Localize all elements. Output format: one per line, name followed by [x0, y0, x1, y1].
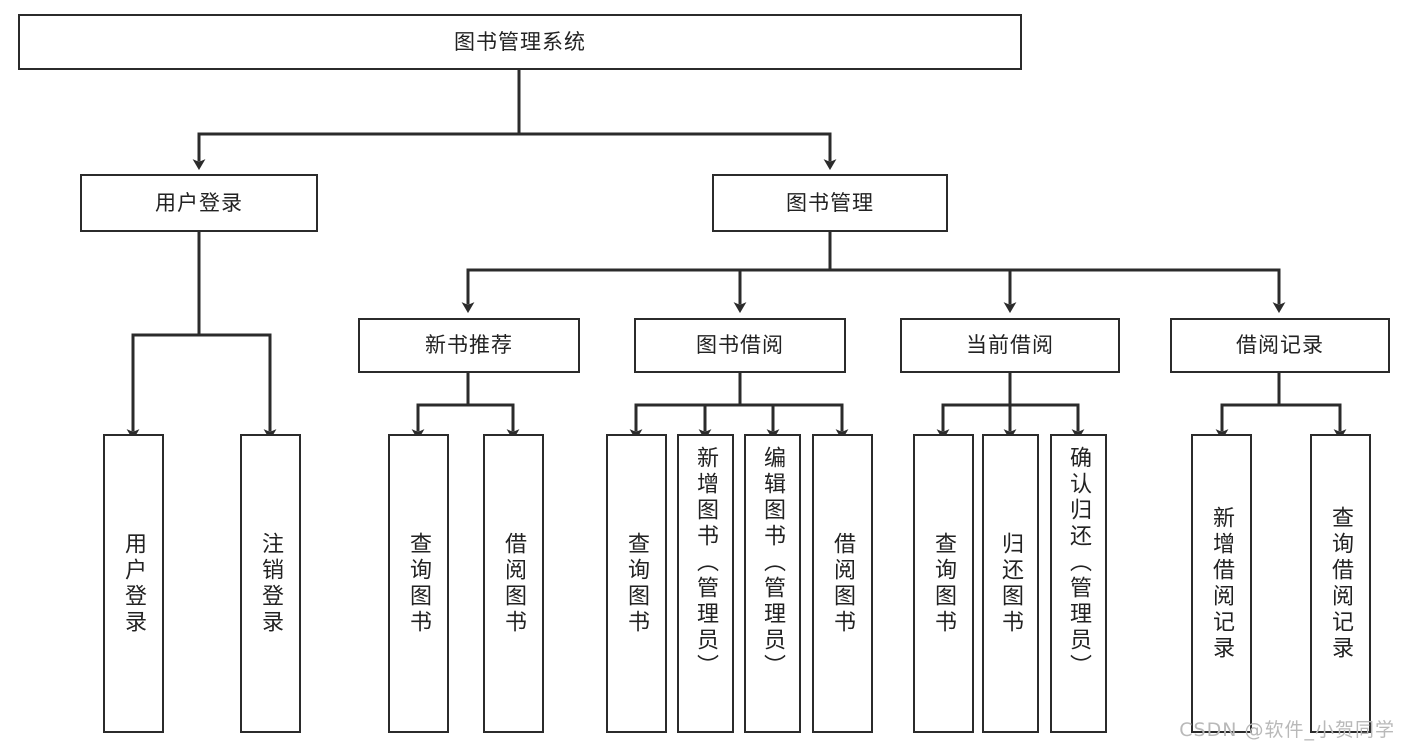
node-label: 归还图书	[998, 531, 1024, 636]
leaf-current-borrow-return-book[interactable]: 归还图书	[982, 434, 1039, 733]
leaf-user-login-logout[interactable]: 注销登录	[240, 434, 301, 733]
node-label: 查询借阅记录	[1328, 505, 1354, 662]
node-user-login[interactable]: 用户登录	[80, 174, 318, 232]
leaf-borrow-record-query-record[interactable]: 查询借阅记录	[1310, 434, 1371, 733]
node-label: 新增借阅记录	[1209, 505, 1235, 662]
leaf-new-book-query-book[interactable]: 查询图书	[388, 434, 449, 733]
node-label: 借阅图书	[830, 531, 856, 636]
node-label: 确认归还（管理员）	[1066, 446, 1092, 680]
node-label: 图书管理系统	[454, 29, 586, 54]
leaf-new-book-borrow-book[interactable]: 借阅图书	[483, 434, 544, 733]
node-label: 新增图书（管理员）	[693, 446, 719, 680]
node-label: 图书管理	[786, 190, 874, 215]
node-label: 当前借阅	[966, 333, 1054, 358]
node-label: 借阅图书	[501, 531, 527, 636]
node-root-book-management-system[interactable]: 图书管理系统	[18, 14, 1022, 70]
node-borrow-record[interactable]: 借阅记录	[1170, 318, 1390, 373]
leaf-user-login-login[interactable]: 用户登录	[103, 434, 164, 733]
node-label: 查询图书	[406, 531, 432, 636]
node-label: 新书推荐	[425, 333, 513, 358]
node-label: 图书借阅	[696, 333, 784, 358]
leaf-book-borrow-borrow-book[interactable]: 借阅图书	[812, 434, 873, 733]
node-label: 用户登录	[121, 531, 147, 636]
leaf-current-borrow-query-book[interactable]: 查询图书	[913, 434, 974, 733]
node-label: 查询图书	[624, 531, 650, 636]
leaf-borrow-record-add-record[interactable]: 新增借阅记录	[1191, 434, 1252, 733]
node-label: 用户登录	[155, 190, 243, 215]
node-book-borrow[interactable]: 图书借阅	[634, 318, 846, 373]
node-label: 注销登录	[258, 531, 284, 636]
node-label: 查询图书	[931, 531, 957, 636]
node-current-borrow[interactable]: 当前借阅	[900, 318, 1120, 373]
leaf-book-borrow-edit-book-admin[interactable]: 编辑图书（管理员）	[744, 434, 801, 733]
watermark-text: CSDN @软件_小贺同学	[1179, 719, 1395, 741]
node-new-book-recommend[interactable]: 新书推荐	[358, 318, 580, 373]
node-label: 借阅记录	[1236, 333, 1324, 358]
node-label: 编辑图书（管理员）	[760, 446, 786, 680]
leaf-book-borrow-add-book-admin[interactable]: 新增图书（管理员）	[677, 434, 734, 733]
leaf-current-borrow-confirm-return-admin[interactable]: 确认归还（管理员）	[1050, 434, 1107, 733]
node-book-management[interactable]: 图书管理	[712, 174, 948, 232]
leaf-book-borrow-query-book[interactable]: 查询图书	[606, 434, 667, 733]
